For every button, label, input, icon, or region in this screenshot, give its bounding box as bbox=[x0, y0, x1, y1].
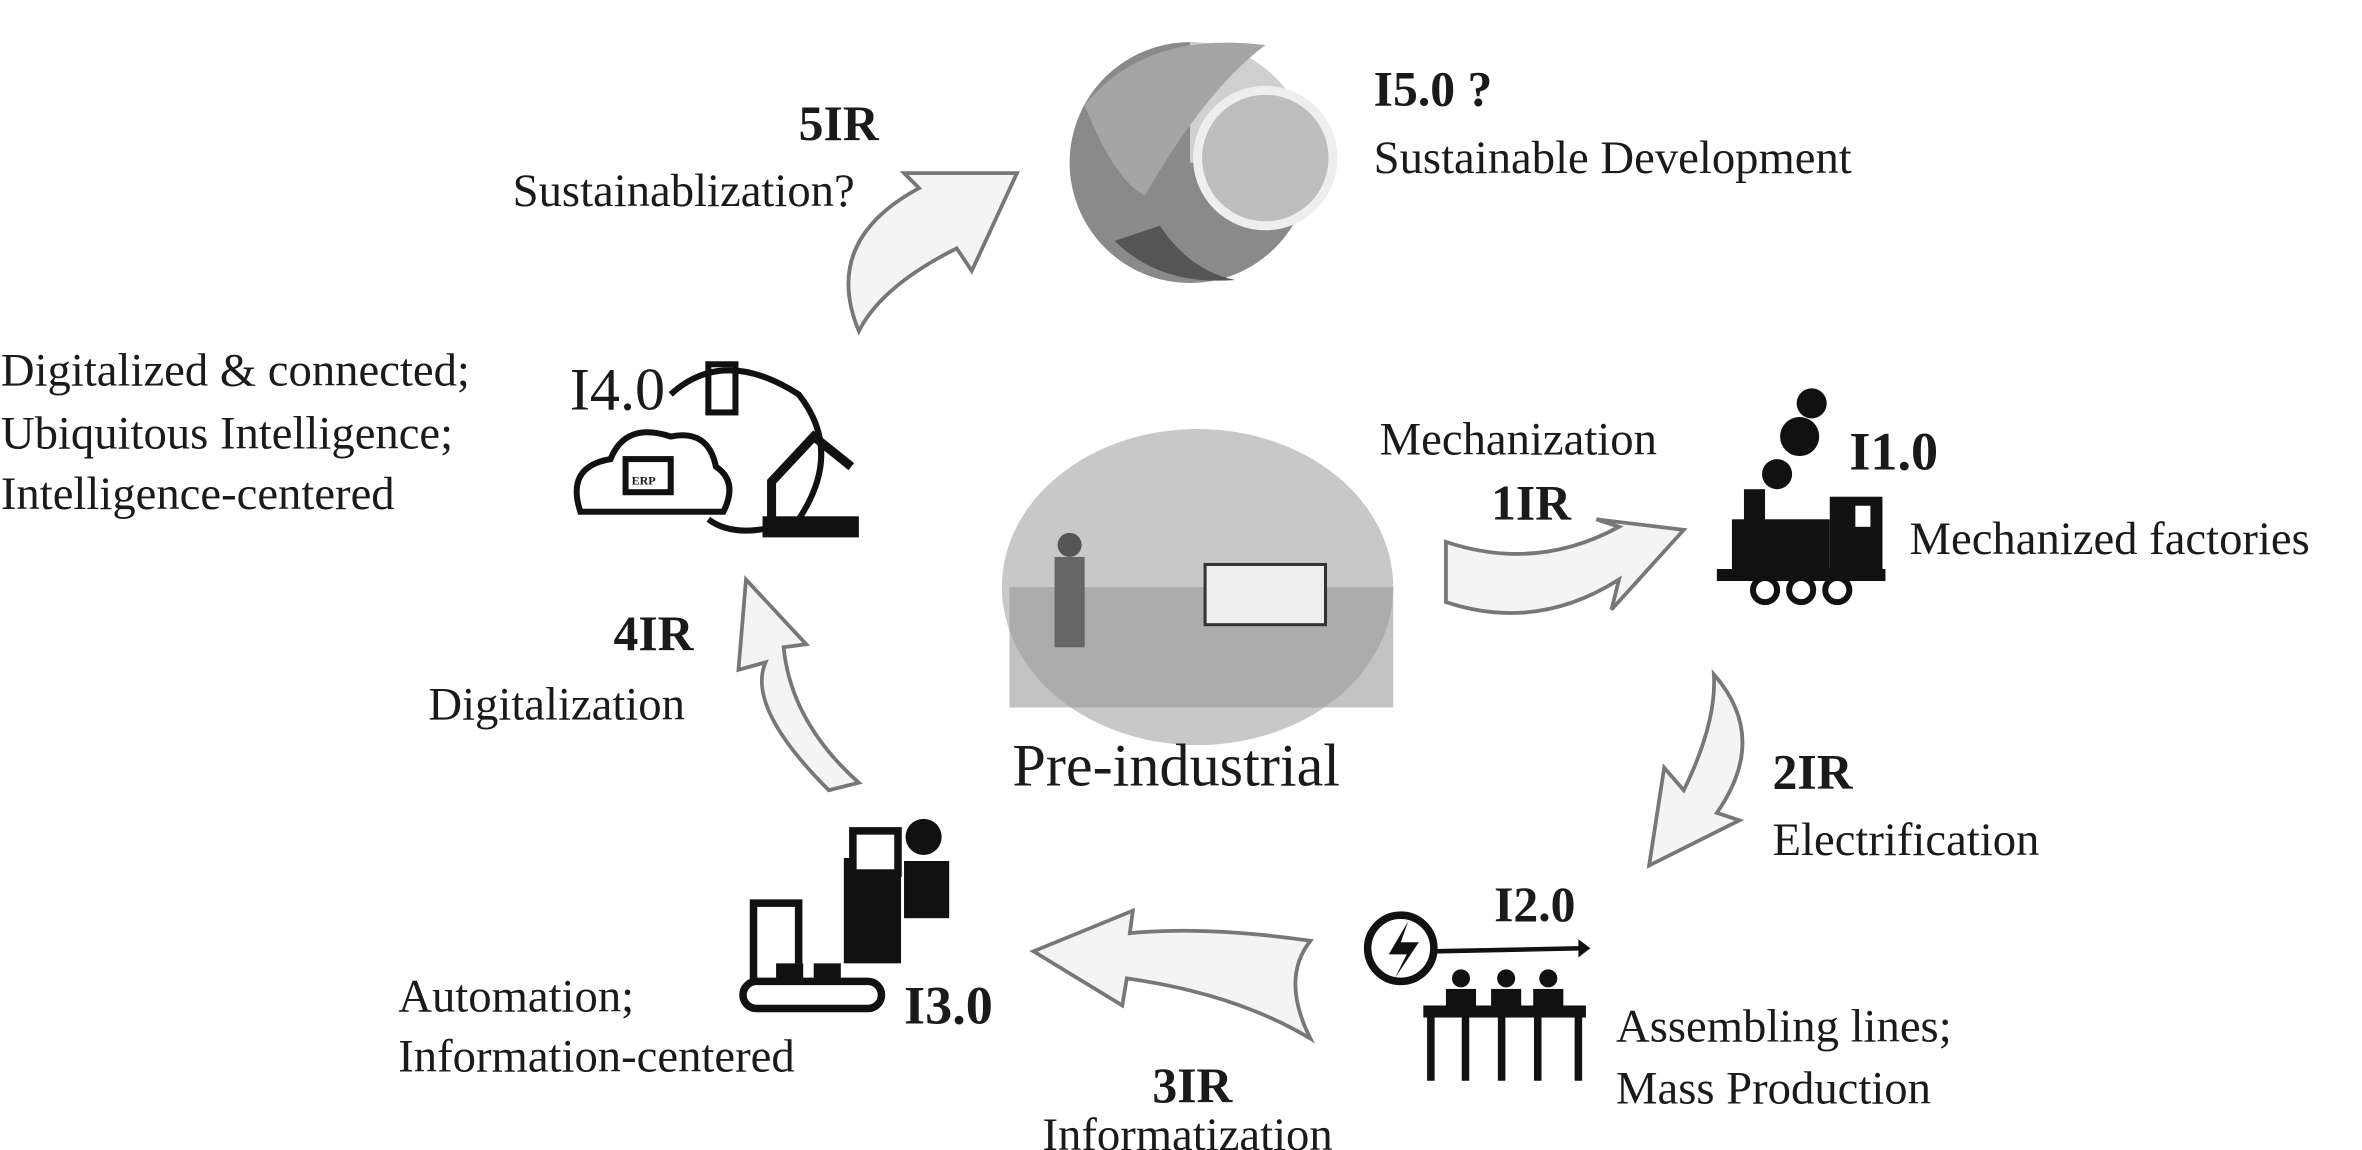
i3-desc-2: Information-centered bbox=[398, 1031, 794, 1083]
assembly-line-icon bbox=[1363, 911, 1591, 1081]
1ir-desc: Mechanization bbox=[1380, 414, 1657, 466]
i4-label: I4.0 bbox=[570, 356, 665, 423]
arrow-3ir bbox=[1029, 907, 1316, 1044]
i2-label: I2.0 bbox=[1494, 877, 1575, 932]
i2-desc-2: Mass Production bbox=[1616, 1062, 1931, 1114]
i3-desc-1: Automation; bbox=[398, 971, 634, 1023]
i5-label: I5.0 ? bbox=[1374, 61, 1493, 116]
i1-label: I1.0 bbox=[1849, 422, 1938, 482]
pre-industrial-illustration bbox=[1001, 428, 1394, 746]
4ir-label: 4IR bbox=[614, 606, 695, 661]
erp-label: ERP bbox=[632, 474, 657, 488]
i2-desc-1: Assembling lines; bbox=[1616, 1001, 1952, 1053]
arrow-4ir bbox=[736, 575, 863, 793]
train-icon bbox=[1716, 388, 1886, 606]
automation-icon bbox=[739, 818, 950, 1013]
3ir-label: 3IR bbox=[1152, 1058, 1233, 1113]
i4-desc-3: Intelligence-centered bbox=[1, 468, 395, 520]
i3-label: I3.0 bbox=[904, 976, 993, 1036]
2ir-desc: Electrification bbox=[1773, 814, 2040, 866]
i5-desc: Sustainable Development bbox=[1374, 132, 1852, 184]
i1-desc: Mechanized factories bbox=[1910, 513, 2310, 565]
5ir-desc: Sustainablization? bbox=[513, 165, 855, 217]
2ir-label: 2IR bbox=[1773, 745, 1854, 800]
i4-desc-2: Ubiquitous Intelligence; bbox=[1, 408, 453, 460]
1ir-label: 1IR bbox=[1491, 475, 1572, 530]
4ir-desc: Digitalization bbox=[428, 679, 685, 731]
pre-industrial-label: Pre-industrial bbox=[1012, 733, 1340, 800]
5ir-label: 5IR bbox=[799, 96, 880, 151]
3ir-desc: Informatization bbox=[1043, 1109, 1333, 1150]
arrow-2ir bbox=[1646, 668, 1745, 869]
arrow-5ir bbox=[846, 171, 1020, 336]
arrow-1ir bbox=[1444, 517, 1688, 615]
sustainability-logo bbox=[1069, 42, 1338, 283]
i4-desc-1: Digitalized & connected; bbox=[1, 344, 470, 396]
industry4-icon bbox=[573, 361, 859, 538]
